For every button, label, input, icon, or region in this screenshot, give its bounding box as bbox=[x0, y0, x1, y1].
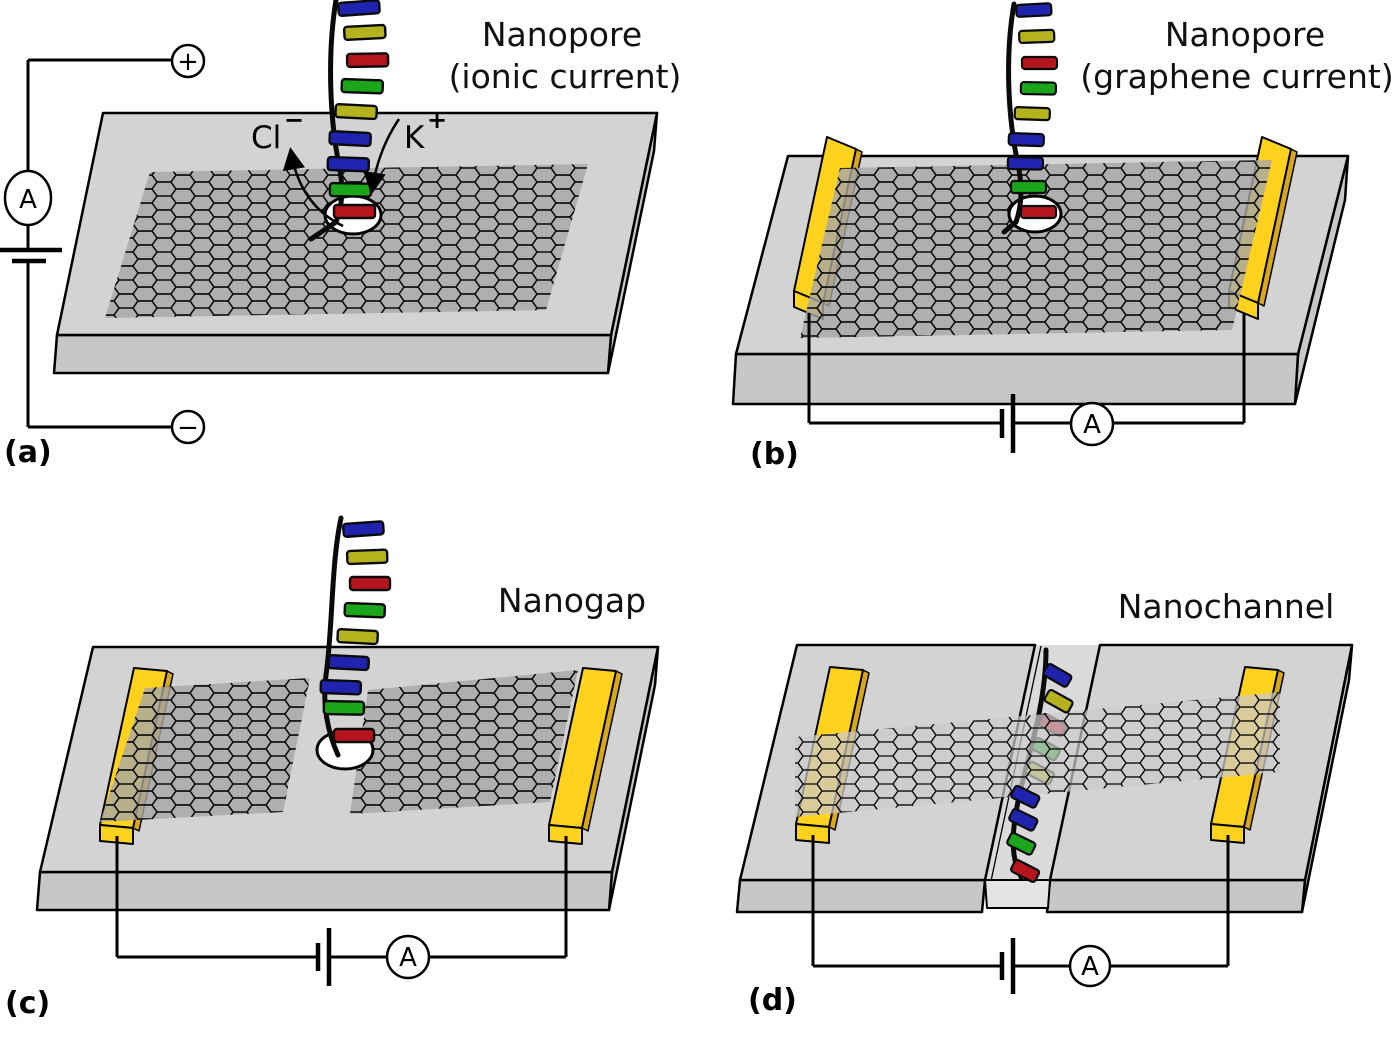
electrode-front-face bbox=[548, 824, 583, 845]
dna-base-blue bbox=[328, 129, 372, 148]
dna-base-yellow bbox=[1043, 688, 1074, 714]
dna-base-green bbox=[343, 601, 387, 619]
plus-terminal-icon bbox=[170, 43, 206, 79]
panel-a-label: (a) bbox=[4, 435, 52, 470]
minus-terminal-icon bbox=[170, 409, 206, 445]
panel-a-title-line1: Nanopore bbox=[482, 15, 642, 54]
substrate-front-face bbox=[52, 333, 613, 375]
panel-d-circuit: A bbox=[811, 835, 1230, 994]
ion-flow-annotations: Cl − K + bbox=[251, 106, 447, 228]
dna-strand-c bbox=[319, 515, 392, 758]
gold-electrode-right bbox=[548, 667, 623, 845]
graphene-nanoribbon bbox=[795, 692, 1280, 817]
substrate-front-face bbox=[731, 352, 1300, 406]
graphene-sheet bbox=[800, 160, 1272, 338]
panel-d-title-line1: Nanochannel bbox=[1118, 587, 1335, 626]
potassium-charge-label: + bbox=[427, 106, 447, 134]
dna-base-blue bbox=[1010, 784, 1041, 809]
dna-base-yellow bbox=[1013, 106, 1051, 122]
panel-a: A + − Cl − K + Nanopor bbox=[0, 0, 681, 470]
dna-base-red bbox=[332, 203, 377, 220]
panel-a-circuit: A + − bbox=[0, 43, 206, 445]
dna-base-red bbox=[348, 575, 392, 592]
dna-base-blue bbox=[326, 155, 371, 173]
panel-c-title-line1: Nanogap bbox=[498, 581, 646, 620]
dna-base-red bbox=[1020, 55, 1059, 71]
dna-base-green bbox=[328, 181, 373, 198]
dna-base-blue bbox=[319, 678, 363, 696]
electrode-front-face bbox=[1210, 823, 1245, 844]
panel-c: A Nanogap (c) bbox=[5, 515, 660, 1021]
dna-base-yellow bbox=[336, 627, 379, 646]
potassium-ion-label: K bbox=[404, 120, 425, 156]
chloride-arrow-icon bbox=[282, 147, 344, 228]
dna-base-blue bbox=[1042, 662, 1073, 688]
substrate-front-face-left bbox=[735, 878, 987, 914]
substrate-front-face-right bbox=[1045, 878, 1307, 914]
channel-front-notch bbox=[984, 879, 1051, 909]
dna-strand-d-front-bases bbox=[1006, 662, 1074, 883]
dna-base-red bbox=[1010, 858, 1041, 883]
dna-base-green bbox=[322, 699, 366, 716]
dna-strand-a bbox=[308, 0, 390, 242]
panel-c-circuit: A bbox=[115, 836, 568, 986]
graphene-sheet-right bbox=[350, 670, 578, 814]
dna-backbone bbox=[322, 515, 344, 758]
dna-base-yellow bbox=[334, 102, 378, 121]
dna-strand-b bbox=[1001, 1, 1059, 235]
dna-base-red bbox=[1019, 204, 1058, 220]
chloride-ion-label: Cl bbox=[251, 120, 281, 156]
dna-base-blue bbox=[1015, 2, 1053, 18]
panel-b-title-line2: (graphene current) bbox=[1080, 57, 1393, 96]
ammeter-label: A bbox=[1081, 952, 1099, 982]
dna-base-blue bbox=[1008, 807, 1039, 832]
dna-base-blue bbox=[342, 520, 385, 538]
dna-base-green bbox=[1009, 179, 1048, 195]
dna-base-blue bbox=[327, 653, 370, 672]
dna-base-red bbox=[332, 727, 376, 744]
panel-d: A Nanochannel (d) bbox=[735, 587, 1354, 1018]
dna-base-green bbox=[340, 77, 385, 95]
graphene-sheet bbox=[105, 164, 588, 318]
panel-a-title-line2: (ionic current) bbox=[449, 57, 682, 96]
substrate-front-face bbox=[35, 870, 614, 912]
dna-base-blue bbox=[1006, 155, 1045, 171]
panel-d-label: (d) bbox=[748, 983, 797, 1018]
plus-terminal-label: + bbox=[177, 47, 199, 77]
electrode-front-face bbox=[99, 824, 134, 845]
dna-base-yellow bbox=[342, 23, 387, 42]
dna-base-green bbox=[1019, 80, 1058, 96]
dna-base-blue bbox=[1007, 132, 1045, 148]
dna-base-yellow bbox=[1018, 28, 1056, 44]
panel-b-label: (b) bbox=[750, 437, 799, 472]
minus-terminal-label: − bbox=[177, 413, 199, 443]
panel-c-label: (c) bbox=[5, 986, 50, 1021]
graphene-sheet-left bbox=[100, 678, 310, 822]
electrode-front-face bbox=[795, 823, 830, 844]
dna-base-blue bbox=[337, 0, 381, 17]
dna-base-red bbox=[345, 52, 390, 69]
panel-b-title-line1: Nanopore bbox=[1165, 15, 1325, 54]
ammeter-label: A bbox=[19, 185, 37, 215]
potassium-arrow-icon bbox=[363, 118, 401, 195]
chloride-charge-label: − bbox=[284, 106, 304, 134]
ammeter-label: A bbox=[1083, 410, 1101, 440]
dna-base-green bbox=[1006, 831, 1037, 856]
ammeter-label: A bbox=[399, 943, 417, 973]
ammeter-icon bbox=[3, 169, 53, 227]
panel-b: A Nanopore (graphene current) (b) bbox=[731, 1, 1394, 472]
dna-base-yellow bbox=[345, 548, 389, 566]
panel-b-circuit: A bbox=[807, 313, 1246, 453]
dna-backbone bbox=[1001, 1, 1024, 235]
